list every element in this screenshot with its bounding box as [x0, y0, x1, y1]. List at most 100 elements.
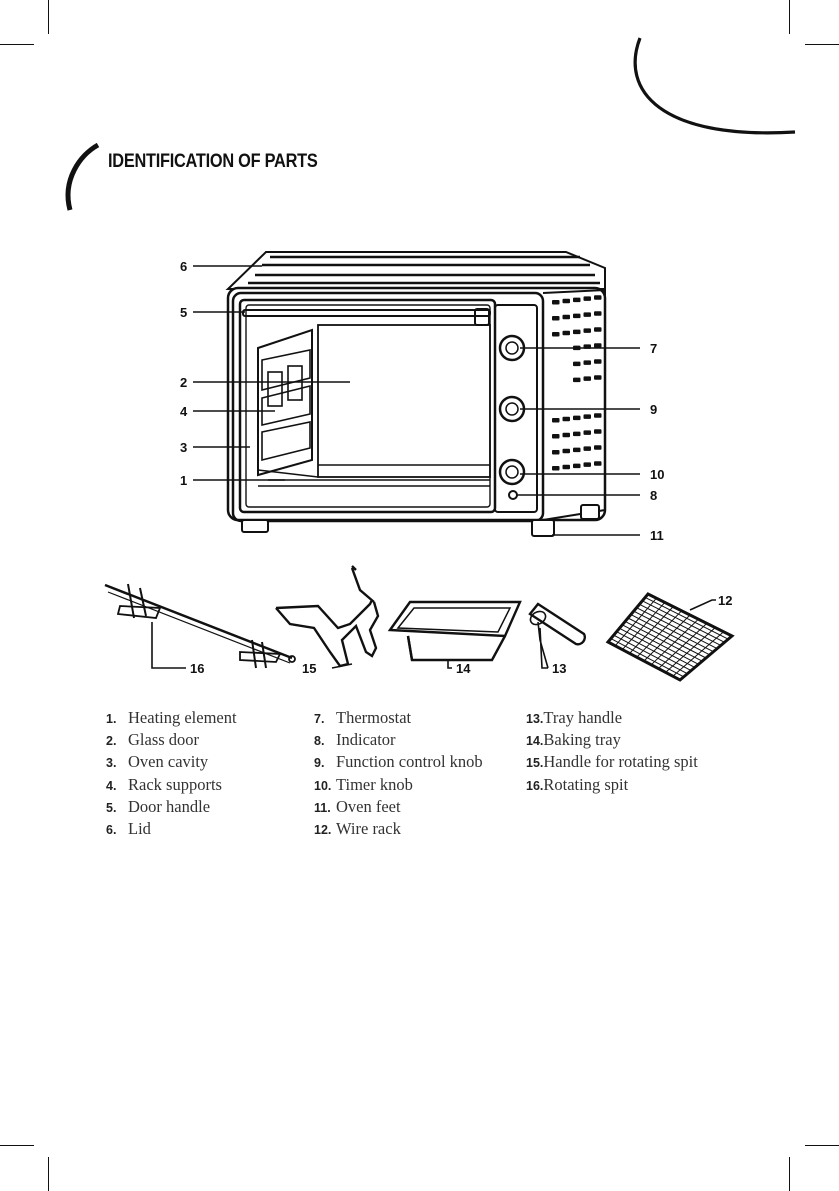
- legend-number: 7.: [314, 712, 325, 726]
- callout-line-13: [539, 627, 548, 669]
- legend-item: 6. Lid: [106, 818, 237, 840]
- rack-wire: [672, 631, 724, 677]
- callout-1: 1: [180, 473, 187, 488]
- legend-item: 7. Thermostat: [314, 707, 483, 729]
- legend-label: Thermostat: [336, 708, 412, 727]
- legend-label: Oven cavity: [128, 752, 209, 772]
- crop-mark: [789, 1157, 790, 1191]
- vent-slot: [552, 450, 560, 455]
- legend-label: Indicator: [336, 730, 396, 750]
- callout-8: 8: [650, 488, 657, 503]
- legend-label: Lid: [128, 818, 151, 838]
- legend-item: 11.Oven feet: [314, 796, 483, 818]
- callout-7: 7: [650, 341, 657, 356]
- legend-label: Wire rack: [336, 818, 401, 838]
- spit-handle-drawing: [275, 565, 380, 668]
- callout-4: 4: [180, 404, 188, 419]
- vent-slot: [552, 300, 560, 305]
- legend-label: Door handle: [128, 796, 211, 816]
- vent-slot: [562, 432, 570, 438]
- vent-slot: [552, 434, 560, 439]
- legend-number: 14.: [526, 734, 544, 749]
- crop-mark: [48, 1157, 49, 1191]
- vent-slot: [562, 448, 570, 454]
- vent-slot: [583, 312, 591, 317]
- vent-slot: [573, 447, 581, 453]
- vent-slot: [573, 297, 581, 303]
- vent-slot: [594, 375, 602, 380]
- legend-label: Rotating spit: [543, 774, 629, 794]
- legend-label: Glass door: [128, 730, 200, 750]
- vent-slot: [562, 464, 570, 470]
- wire-rack-drawing: [605, 592, 735, 682]
- vent-slot: [583, 328, 591, 333]
- legend-number: 10.: [314, 778, 332, 793]
- vent-slot: [552, 332, 560, 337]
- crop-mark: [48, 0, 49, 34]
- legend-number: 6.: [106, 822, 117, 837]
- legend-number: 13.: [526, 712, 544, 726]
- callout-line-14: [447, 660, 452, 669]
- legend-column-1: 1.Heating element 2. Glass door 3. Oven cavi…: [106, 707, 237, 840]
- callout-11: 11: [650, 528, 664, 543]
- legend-item: 5.Door handle: [106, 796, 237, 818]
- legend-label: Baking tray: [543, 730, 621, 750]
- legend-item: 2. Glass door: [106, 729, 237, 751]
- vent-slot: [594, 359, 602, 364]
- vent-slot: [552, 316, 560, 321]
- legend-label: Tray handle: [543, 708, 623, 727]
- baking-tray-drawing: [387, 600, 522, 662]
- rack-wire: [614, 597, 657, 647]
- vent-slot: [583, 296, 591, 301]
- vent-slot: [594, 295, 602, 300]
- rack-wire: [629, 606, 674, 654]
- legend-number: 3.: [106, 756, 117, 771]
- legend-number: 11.: [314, 800, 331, 815]
- callout-6: 6: [180, 259, 187, 274]
- legend-item: 8. Indicator: [314, 729, 483, 751]
- vent-slot: [552, 466, 560, 471]
- vent-slot: [573, 361, 581, 367]
- vent-slot: [573, 313, 581, 319]
- crop-mark: [0, 44, 34, 45]
- legend-label: Function control knob: [336, 752, 483, 772]
- legend-item: 12. Wire rack: [314, 818, 483, 840]
- oven-drawing: [225, 251, 607, 537]
- vent-slot: [594, 311, 602, 316]
- legend-number: 2.: [106, 734, 117, 749]
- legend-number: 8.: [314, 734, 325, 749]
- callout-15: 15: [302, 661, 316, 676]
- legend-label: Rack supports: [128, 774, 222, 794]
- rack-wire: [658, 623, 708, 669]
- vent-slot: [562, 314, 570, 320]
- legend-label: Heating element: [128, 708, 237, 727]
- vent-slot: [583, 430, 591, 435]
- vent-slot: [583, 414, 591, 419]
- rack-wire: [650, 618, 699, 666]
- legend-label: Timer knob: [336, 774, 413, 794]
- legend-number: 12.: [314, 822, 332, 837]
- callout-16: 16: [190, 661, 204, 676]
- legend-number: 15.: [526, 756, 544, 771]
- callout-5: 5: [180, 305, 187, 320]
- legend-number: 16.: [526, 778, 544, 793]
- legend-item: 10. Timer knob: [314, 774, 483, 796]
- legend-item: 4.Rack supports: [106, 774, 237, 796]
- callout-13: 13: [552, 661, 566, 676]
- vent-slot: [594, 445, 602, 450]
- callout-12: 12: [718, 593, 732, 608]
- callout-line-12: [689, 599, 716, 611]
- vent-slot: [573, 377, 581, 383]
- callout-3: 3: [180, 440, 187, 455]
- crop-mark: [805, 1145, 839, 1146]
- vent-slot: [562, 416, 570, 422]
- vent-slot: [594, 461, 602, 466]
- rack-wire: [643, 614, 691, 662]
- rack-wire: [665, 627, 716, 673]
- legend-item: 1.Heating element: [106, 707, 237, 729]
- tray-handle-drawing: [528, 602, 586, 669]
- callout-14: 14: [456, 661, 471, 676]
- vent-slot: [583, 376, 591, 381]
- vent-slot: [573, 431, 581, 437]
